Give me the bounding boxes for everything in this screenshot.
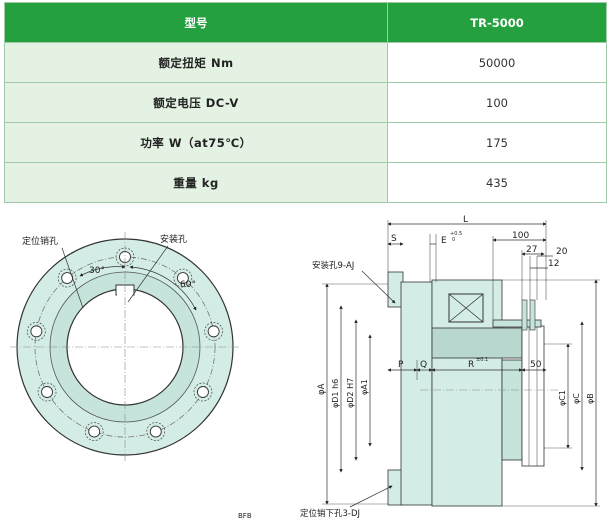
row-value-torque: 50000 [387, 42, 607, 83]
side-shoulder-top [431, 327, 523, 359]
dim-100: 100 [512, 231, 529, 241]
pin-hole-leader [61, 247, 84, 309]
bolt-hole-counterbore [204, 322, 223, 341]
dim-R: R [468, 360, 474, 370]
dim-12: 12 [548, 259, 559, 269]
bolt-hole [88, 425, 101, 438]
side-flange [400, 281, 433, 506]
drawing-code: BFB [238, 512, 252, 520]
bolt-hole-counterbore [57, 268, 77, 288]
dim-D2: φD2 H7 [346, 378, 355, 408]
bolt-hole [149, 425, 162, 438]
terminal-rod [492, 319, 542, 328]
dim-A: φA [317, 383, 327, 395]
pin-hole-bottom-callout: 定位销下孔3-DJ [300, 508, 360, 519]
side-view: L S E +0.5 0 100 27 20 12 安装孔9-AJ P Q R … [300, 215, 600, 519]
dim-E-tol-upper: +0.5 [450, 231, 462, 237]
row-value-weight: 435 [387, 162, 607, 203]
angle-arc-30 [79, 264, 126, 277]
header-label: 型号 [4, 2, 388, 43]
front-view: 定位销孔 安装孔 30° 60° BFB [10, 232, 252, 520]
table-row: 额定扭矩 Nm 50000 [4, 42, 607, 83]
dim-S: S [391, 234, 397, 244]
angle-30-label: 30° [89, 266, 105, 276]
dim-C1: φC1 [558, 390, 567, 406]
dim-27: 27 [526, 245, 537, 255]
bolt-hole [30, 325, 43, 338]
row-label-power: 功率 W（at75℃） [4, 122, 388, 163]
dim-C: φC [572, 393, 581, 404]
row-label-voltage: 额定电压 DC-V [4, 82, 388, 123]
mount-hole-callout: 安装孔9-AJ [312, 260, 354, 271]
technical-drawing: 定位销孔 安装孔 30° 60° BFB L S [10, 215, 600, 520]
bolt-hole-counterbore [193, 382, 213, 402]
angle-60-label: 60° [180, 280, 196, 290]
row-value-voltage: 100 [387, 82, 607, 123]
dim-R-tol: ±0.1 [476, 357, 488, 363]
pin-hole-label: 定位销孔 [22, 235, 58, 247]
dim-L: L [463, 215, 468, 225]
table-row: 额定电压 DC-V 100 [4, 82, 607, 123]
dim-B: φB [586, 393, 595, 404]
dim-E-tol-lower: 0 [452, 237, 455, 243]
dim-50: 50 [530, 360, 542, 370]
angle-arc-60 [129, 265, 197, 311]
row-label-weight: 重量 kg [4, 162, 388, 203]
dim-P: P [398, 360, 404, 370]
bolt-hole [196, 386, 209, 398]
table-row: 功率 W（at75℃） 175 [4, 122, 607, 163]
mount-hole-label: 安装孔 [160, 233, 187, 245]
bolt-hole-counterbore [27, 322, 46, 341]
bolt-hole-counterbore [146, 422, 166, 441]
dim-A1: φA1 [360, 379, 369, 395]
row-value-power: 175 [387, 122, 607, 163]
bolt-hole [41, 386, 54, 398]
dim-E: E [441, 236, 447, 246]
header-model: TR-5000 [387, 2, 607, 43]
spec-table: 型号 TR-5000 额定扭矩 Nm 50000 额定电压 DC-V 100 功… [4, 2, 607, 203]
row-label-torque: 额定扭矩 Nm [4, 42, 388, 83]
bolt-hole-counterbore [37, 382, 57, 402]
dim-20: 20 [556, 247, 568, 257]
dim-Q: Q [420, 360, 427, 370]
table-row: 重量 kg 435 [4, 162, 607, 203]
bolt-hole [207, 325, 220, 338]
dim-D1: φD1 h6 [331, 379, 340, 408]
side-end-cap [521, 325, 545, 467]
bolt-hole-counterbore [84, 422, 104, 441]
table-header-row: 型号 TR-5000 [4, 2, 607, 43]
side-shoulder-bottom [501, 359, 523, 461]
